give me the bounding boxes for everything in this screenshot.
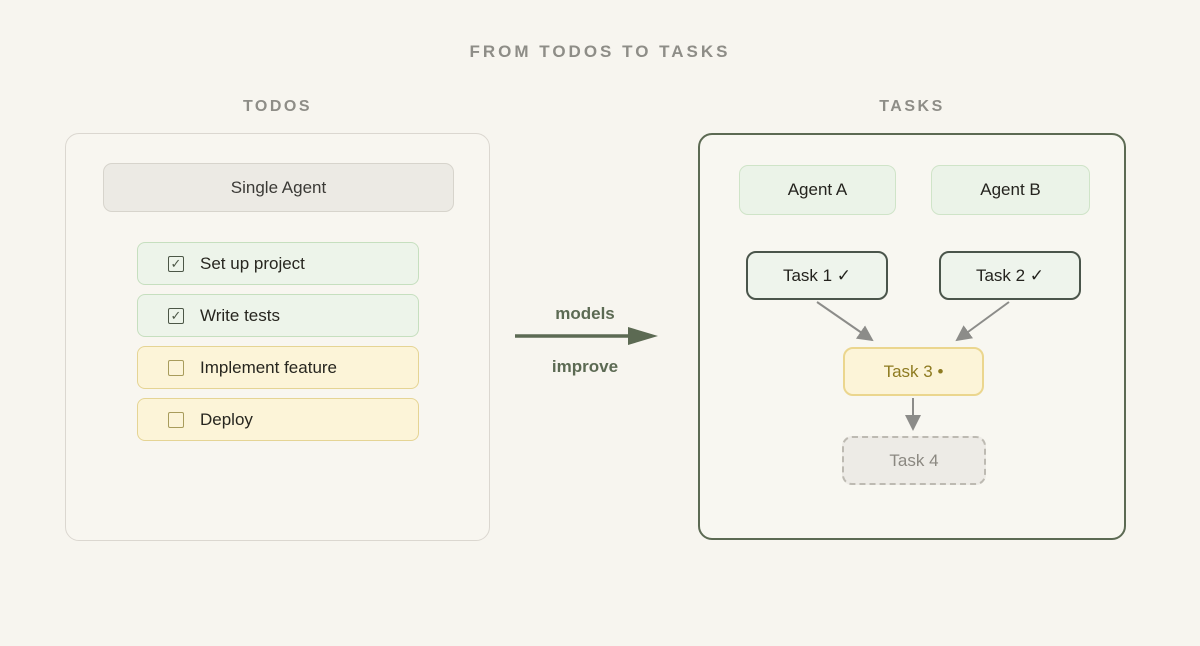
right-arrow-icon <box>515 327 658 345</box>
checkbox-unchecked-icon <box>168 411 184 428</box>
todo-item-label: Deploy <box>200 409 253 429</box>
tasks-section-label: TASKS <box>879 98 945 115</box>
todo-item: ✓ Set up project <box>137 242 419 285</box>
checkbox-checked-icon: ✓ <box>168 307 184 324</box>
todo-item: Deploy <box>137 398 419 441</box>
improve-label: improve <box>551 357 619 376</box>
agent-a-box: Agent A <box>739 165 896 215</box>
page-title: FROM TODOS TO TASKS <box>469 42 731 61</box>
task-node-4: Task 4 <box>842 436 986 485</box>
single-agent-box: Single Agent <box>103 163 454 212</box>
todos-section-label: TODOS <box>242 98 313 115</box>
models-label: models <box>555 304 615 323</box>
checkbox-unchecked-icon <box>168 359 184 376</box>
checkbox-checked-icon: ✓ <box>168 255 184 272</box>
todo-item-label: Set up project <box>200 253 305 273</box>
todo-item-label: Write tests <box>200 305 280 325</box>
task-node-3: Task 3 • <box>843 347 984 396</box>
todo-item: ✓ Write tests <box>137 294 419 337</box>
task-node-1: Task 1 ✓ <box>746 251 888 300</box>
agent-b-box: Agent B <box>931 165 1090 215</box>
tasks-panel: Agent A Agent B Task 1 ✓ Task 2 ✓ Task 3… <box>698 133 1126 540</box>
todo-item: Implement feature <box>137 346 419 389</box>
todos-panel: Single Agent ✓ Set up project ✓ Write te… <box>65 133 490 541</box>
task-node-2: Task 2 ✓ <box>939 251 1081 300</box>
todo-item-label: Implement feature <box>200 357 338 377</box>
